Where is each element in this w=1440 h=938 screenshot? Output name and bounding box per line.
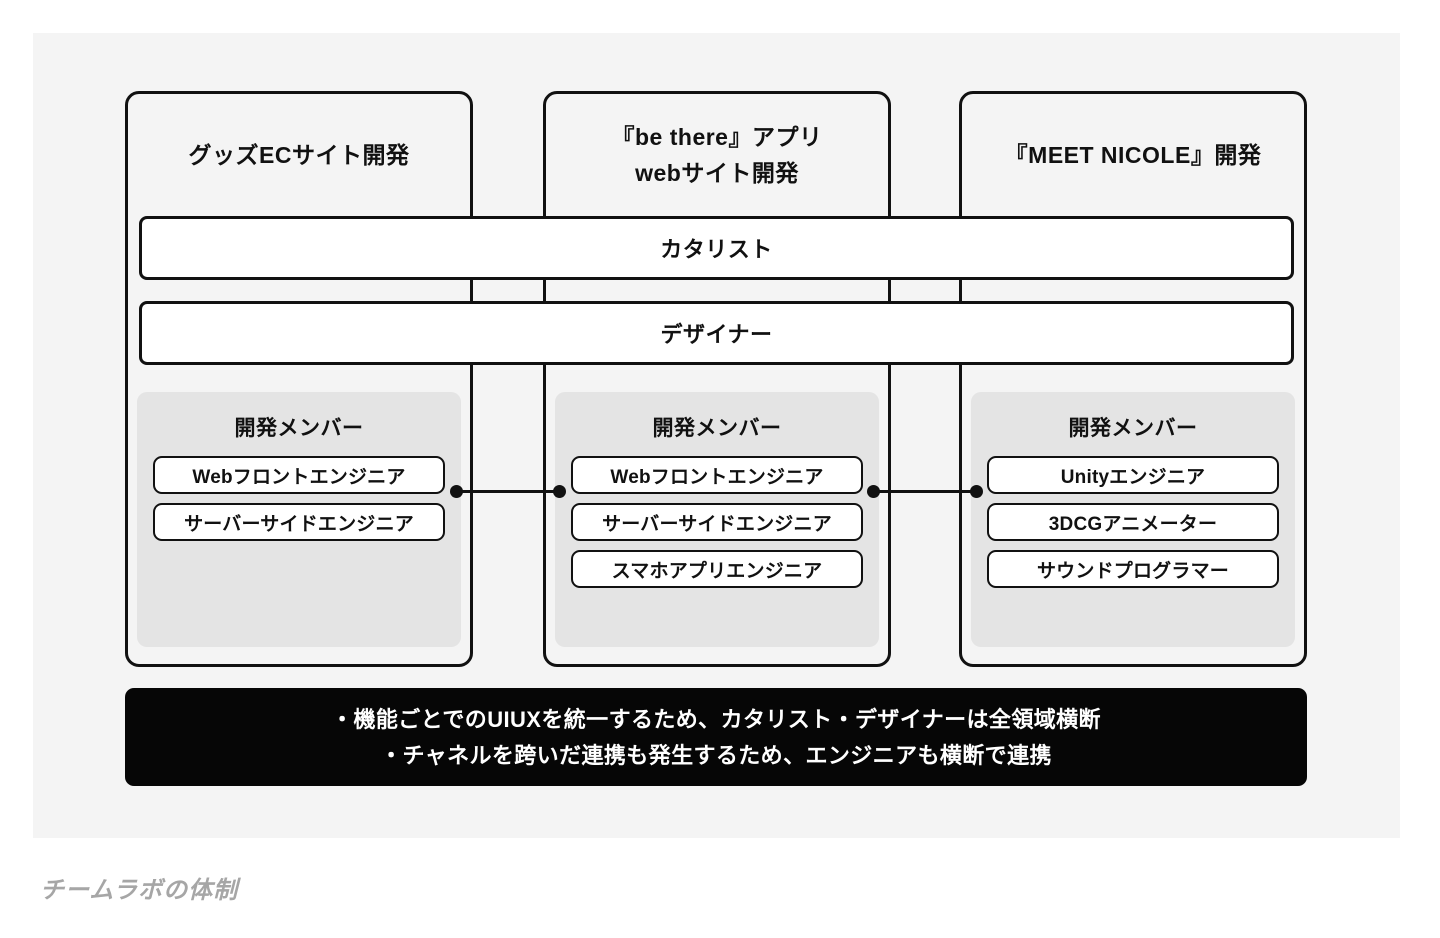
role-pill: サーバーサイドエンジニア: [571, 503, 863, 541]
note-line: ・機能ごとでのUIUXを統一するため、カタリスト・デザイナーは全領域横断: [331, 706, 1101, 732]
project-column-title: 『be there』アプリ webサイト開発: [611, 123, 823, 186]
role-pill: サーバーサイドエンジニア: [153, 503, 445, 541]
member-group-title: 開発メンバー: [1068, 417, 1198, 440]
member-group-title: 開発メンバー: [234, 417, 364, 440]
project-column-title: グッズECサイト開発: [188, 141, 410, 168]
connector-dot-icon: [867, 485, 880, 498]
role-pill: サウンドプログラマー: [987, 550, 1279, 588]
role-pill: 3DCGアニメーター: [987, 503, 1279, 541]
note-line: ・チャネルを跨いだ連携も発生するため、エンジニアも横断で連携: [380, 742, 1052, 768]
member-group-be-there: 開発メンバー Webフロントエンジニア サーバーサイドエンジニア スマホアプリエ…: [555, 392, 879, 647]
role-pill: スマホアプリエンジニア: [571, 550, 863, 588]
member-group-title: 開発メンバー: [652, 417, 782, 440]
project-column-title: 『MEET NICOLE』開発: [1004, 141, 1262, 168]
notes-panel: ・機能ごとでのUIUXを統一するため、カタリスト・デザイナーは全領域横断 ・チャ…: [125, 688, 1307, 786]
connector-dot-icon: [553, 485, 566, 498]
figure-caption: チームラボの体制: [40, 877, 239, 904]
diagram-canvas: グッズECサイト開発 『be there』アプリ webサイト開発 『MEET …: [33, 33, 1400, 838]
connector-dot-icon: [970, 485, 983, 498]
member-group-meet-nicole: 開発メンバー Unityエンジニア 3DCGアニメーター サウンドプログラマー: [971, 392, 1295, 647]
role-list: Webフロントエンジニア サーバーサイドエンジニア: [137, 442, 461, 541]
connector-line-col0-col1: [450, 485, 566, 498]
connector-line-col1-col2: [867, 485, 983, 498]
role-pill: Webフロントエンジニア: [153, 456, 445, 494]
spanning-role-bar-designer: デザイナー: [139, 301, 1294, 365]
role-pill: Unityエンジニア: [987, 456, 1279, 494]
connector-dot-icon: [450, 485, 463, 498]
member-group-goods-ec: 開発メンバー Webフロントエンジニア サーバーサイドエンジニア: [137, 392, 461, 647]
role-list: Unityエンジニア 3DCGアニメーター サウンドプログラマー: [971, 442, 1295, 588]
spanning-role-bar-catalyst: カタリスト: [139, 216, 1294, 280]
role-list: Webフロントエンジニア サーバーサイドエンジニア スマホアプリエンジニア: [555, 442, 879, 588]
role-pill: Webフロントエンジニア: [571, 456, 863, 494]
